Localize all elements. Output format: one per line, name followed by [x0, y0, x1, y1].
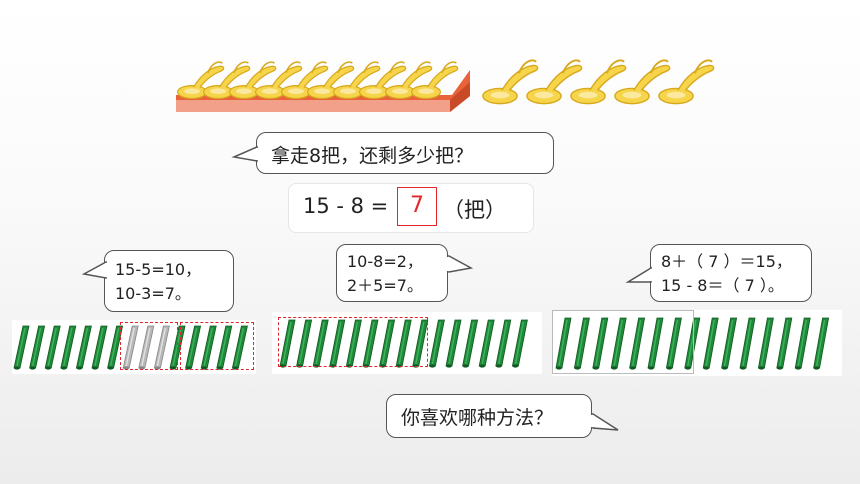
loose-brush: [482, 59, 539, 105]
tray-brush: [358, 61, 407, 100]
tray-brush: [254, 61, 303, 100]
loose-brush: [570, 59, 627, 105]
method-1-bubble: 15-5=10， 10-3=7。: [104, 250, 234, 312]
stick: [592, 317, 609, 370]
method-1-group-removed-3: [180, 322, 254, 370]
stick: [647, 317, 664, 370]
tray-brush: [384, 61, 433, 100]
stick: [13, 325, 30, 370]
method-1-sticks: [12, 320, 256, 374]
stick: [573, 317, 590, 370]
equation-unit: （把）: [443, 198, 506, 222]
stick: [629, 317, 646, 370]
stick: [200, 325, 217, 370]
tray-brush: [280, 61, 329, 100]
tray-brush: [228, 61, 277, 100]
final-question-bubble: 你喜欢哪种方法？: [386, 394, 592, 438]
stick: [665, 317, 682, 370]
stick: [776, 317, 793, 370]
loose-brush: [614, 59, 671, 105]
stick: [231, 325, 248, 370]
question-bubble-tail: [231, 145, 259, 162]
tray-brush: [306, 61, 355, 100]
stick: [122, 325, 139, 370]
final-question-bubble-tail: [591, 412, 619, 431]
tray-brush: [332, 61, 381, 100]
stick: [813, 317, 830, 370]
stick: [495, 319, 512, 368]
stick: [739, 317, 756, 370]
loose-brush: [526, 59, 583, 105]
method-1-bubble-tail: [81, 260, 108, 279]
method-3-bubble-tail: [625, 266, 653, 283]
stick: [75, 325, 92, 370]
stick: [216, 325, 233, 370]
method-3-line-1: 8＋（ 7 ）＝15，: [661, 252, 792, 271]
equation-left: 15 - 8 =: [303, 194, 389, 218]
stick: [555, 317, 572, 370]
question-bubble: 拿走8把，还剩多少把？: [256, 132, 554, 174]
stick: [684, 317, 701, 370]
method-1-line-2: 10-3=7。: [115, 284, 191, 303]
method-2-group-removed-8: [278, 317, 428, 367]
stick: [462, 319, 479, 368]
stick: [511, 319, 528, 368]
stick: [29, 325, 46, 370]
stick: [185, 325, 202, 370]
method-2-bubble: 10-8=2， 2＋5=7。: [336, 244, 448, 302]
method-2-line-2: 2＋5=7。: [347, 276, 423, 295]
method-2-sticks: [272, 312, 542, 374]
method-1-group-removed-5: [120, 322, 178, 370]
equation-box: 15 - 8 = 7 （把）: [288, 183, 534, 233]
stick: [107, 325, 124, 370]
final-question-text: 你喜欢哪种方法？: [401, 407, 554, 429]
method-3-sticks: [552, 310, 842, 376]
stick: [91, 325, 108, 370]
stick: [428, 319, 445, 368]
stick: [702, 317, 719, 370]
stick: [757, 317, 774, 370]
loose-brush: [658, 59, 715, 105]
stick: [610, 317, 627, 370]
method-1-line-1: 15-5=10，: [115, 260, 202, 279]
tray-brush: [410, 61, 459, 100]
stick: [60, 325, 77, 370]
method-3-group-8: [552, 310, 694, 374]
answer-box: 7: [397, 187, 437, 226]
stick: [138, 325, 155, 370]
stick: [478, 319, 495, 368]
method-2-bubble-tail: [447, 254, 474, 273]
stick: [721, 317, 738, 370]
tray-brush: [202, 61, 251, 100]
method-3-bubble: 8＋（ 7 ）＝15， 15 - 8＝（ 7 ）。: [650, 244, 812, 302]
brush-tray-illustration: [176, 59, 715, 112]
stick: [445, 319, 462, 368]
stick: [153, 325, 170, 370]
stick: [794, 317, 811, 370]
question-text: 拿走8把，还剩多少把？: [271, 145, 474, 167]
tray-brush: [176, 61, 225, 100]
stick: [44, 325, 61, 370]
method-2-line-1: 10-8=2，: [347, 252, 423, 271]
method-3-line-2: 15 - 8＝（ 7 ）。: [661, 276, 784, 295]
